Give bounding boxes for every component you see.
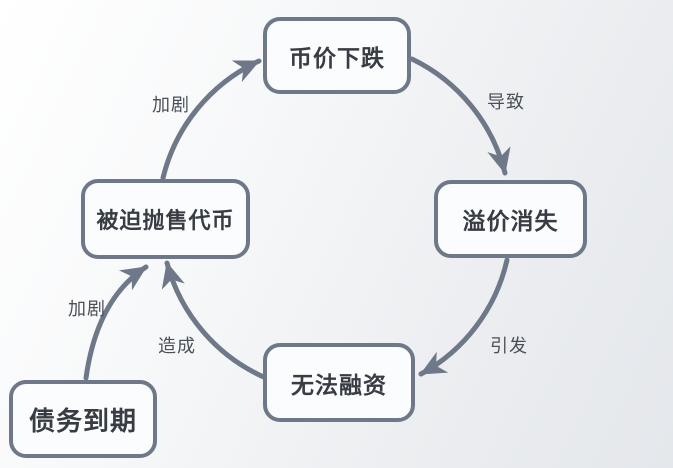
edge-label-causes: 造成 (158, 336, 196, 356)
edge-sell-to-price (160, 58, 262, 181)
edge-label-leads-to: 导致 (487, 92, 525, 112)
node-premium-vanish: 溢价消失 (434, 180, 587, 258)
node-forced-sell-tokens: 被迫抛售代币 (81, 179, 250, 259)
node-cannot-finance: 无法融资 (263, 343, 415, 422)
edge-financing-to-sell (161, 260, 269, 381)
edge-label-intensifies-top: 加剧 (152, 95, 190, 115)
edge-debt-to-sell (83, 264, 149, 381)
node-debt-due: 债务到期 (9, 380, 157, 458)
edge-price-to-premium (409, 56, 511, 176)
edge-label-intensifies-bottom: 加剧 (68, 299, 106, 319)
edge-label-triggers: 引发 (490, 336, 528, 356)
node-price-drop: 币价下跌 (263, 17, 411, 94)
